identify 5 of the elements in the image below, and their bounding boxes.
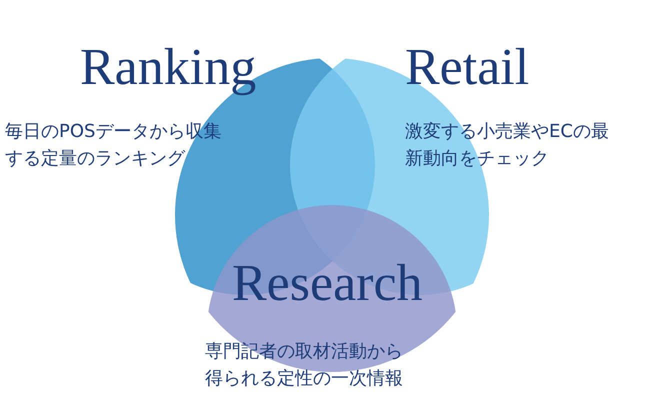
- description-text: 専門記者の取材活動から得られる定性の一次情報: [205, 340, 404, 391]
- section-heading: Ranking: [80, 42, 256, 94]
- section-heading: Retail: [405, 42, 530, 94]
- section-heading: Research: [232, 258, 423, 310]
- description-text: 激変する小売業やECの最新動向をチェック: [405, 120, 610, 171]
